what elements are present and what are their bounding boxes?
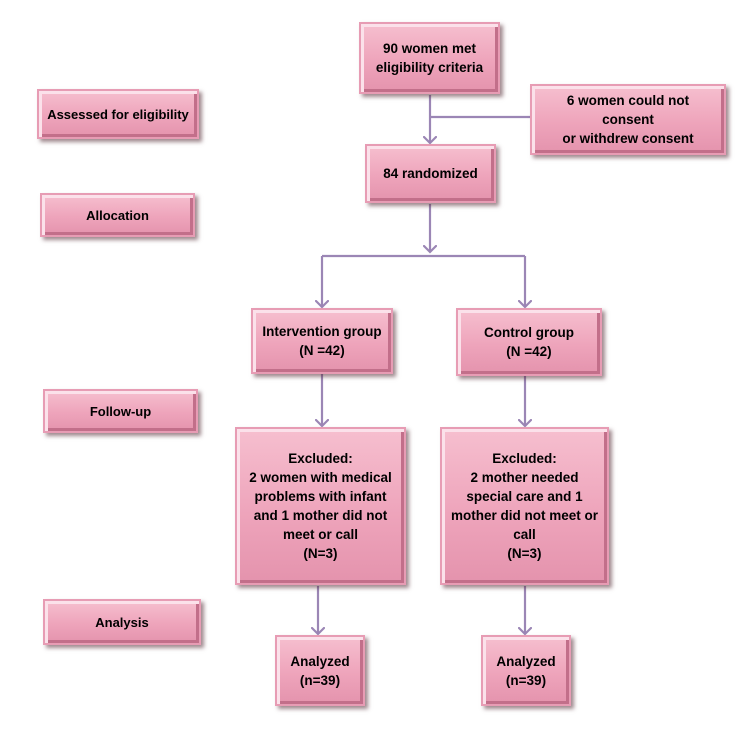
node-control-group-label: Control group (N =42)	[484, 325, 574, 359]
stage-assessed-label: Assessed for eligibility	[47, 106, 189, 122]
node-eligible: 90 women met eligibility criteria	[359, 22, 500, 94]
node-control-excluded: Excluded: 2 mother needed special care a…	[440, 427, 609, 585]
node-intervention-group: Intervention group (N =42)	[251, 308, 393, 374]
node-randomized-label: 84 randomized	[383, 166, 478, 181]
node-intervention-analyzed-label: Analyzed (n=39)	[290, 653, 350, 688]
stage-assessed-for-eligibility: Assessed for eligibility	[37, 89, 199, 139]
node-randomized: 84 randomized	[365, 144, 496, 203]
node-intervention-excluded: Excluded: 2 women with medical problems …	[235, 427, 406, 585]
node-control-excluded-label: Excluded: 2 mother needed special care a…	[450, 451, 598, 561]
node-intervention-group-label: Intervention group (N =42)	[262, 324, 382, 358]
node-control-analyzed-label: Analyzed (n=39)	[496, 653, 556, 688]
node-eligible-label: 90 women met eligibility criteria	[375, 41, 484, 75]
node-control-group: Control group (N =42)	[456, 308, 602, 376]
stage-allocation-label: Allocation	[86, 207, 149, 223]
node-no-consent: 6 women could not consent or withdrew co…	[530, 84, 726, 155]
stage-analysis: Analysis	[43, 599, 201, 645]
stage-followup-label: Follow-up	[89, 403, 152, 419]
node-intervention-excluded-label: Excluded: 2 women with medical problems …	[249, 451, 392, 561]
node-intervention-analyzed: Analyzed (n=39)	[275, 635, 365, 706]
stage-allocation: Allocation	[40, 193, 195, 237]
node-no-consent-label: 6 women could not consent or withdrew co…	[562, 93, 694, 146]
node-control-analyzed: Analyzed (n=39)	[481, 635, 571, 706]
stage-follow-up: Follow-up	[43, 389, 198, 433]
stage-analysis-label: Analysis	[95, 614, 149, 630]
